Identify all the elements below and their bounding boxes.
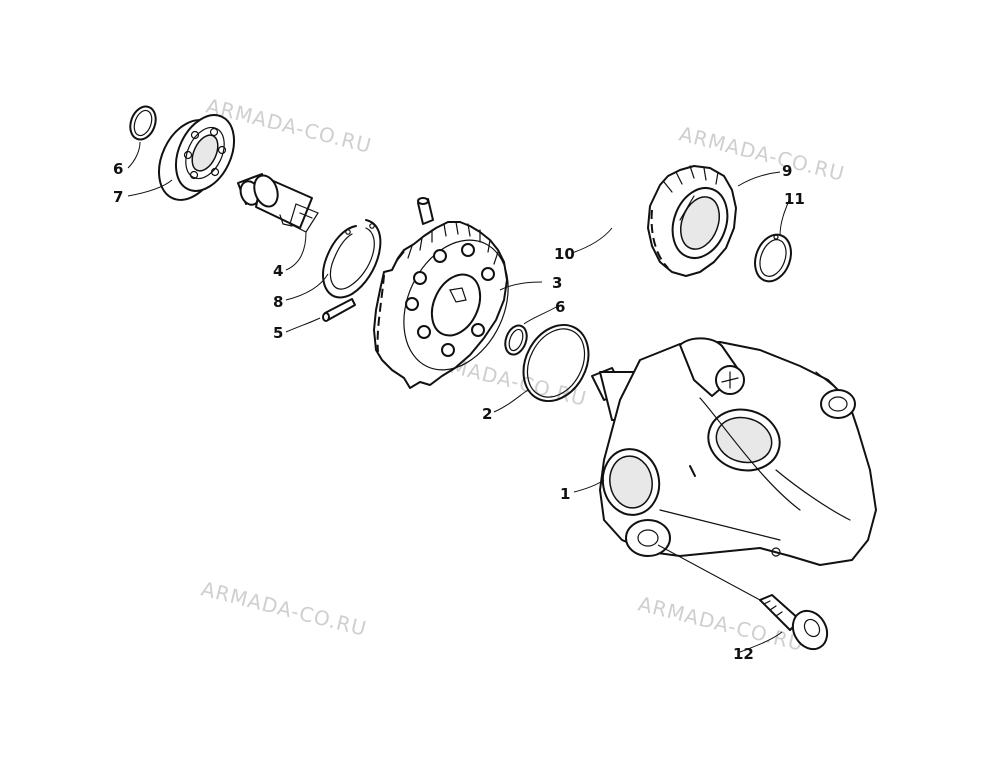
- snap-ring-part-6-top: [129, 105, 157, 141]
- label-part-12: 12: [733, 645, 754, 663]
- label-part-7: 7: [113, 188, 123, 206]
- bolt-part-12: [759, 594, 829, 651]
- circlip-part-8: [322, 219, 382, 299]
- part-labels: 6 7 4 8 5 3 6 2 1 10 9 11 12: [113, 160, 805, 663]
- label-part-11: 11: [784, 190, 805, 208]
- snap-ring-part-6-middle: [504, 324, 528, 356]
- label-part-10: 10: [554, 245, 575, 263]
- watermark-5: ARMADA-CO.RU: [636, 592, 807, 656]
- pin-part-10: [417, 197, 434, 225]
- watermark-4: ARMADA-CO.RU: [199, 577, 370, 641]
- bearing-part-7: [158, 114, 236, 201]
- label-part-5: 5: [273, 324, 283, 342]
- gear-part-3: [373, 221, 509, 389]
- label-part-6-middle: 6: [555, 298, 565, 316]
- snap-ring-part-11: [754, 233, 792, 283]
- leader-lines: [127, 141, 791, 653]
- gear-part-9: [647, 165, 737, 277]
- label-part-8: 8: [273, 293, 283, 311]
- label-part-2: 2: [482, 405, 492, 423]
- label-part-3: 3: [552, 274, 562, 292]
- o-ring-part-2: [522, 323, 590, 403]
- label-part-9: 9: [782, 162, 792, 180]
- pump-housing-part-1: [591, 337, 877, 566]
- label-part-4: 4: [273, 262, 283, 280]
- label-part-1: 1: [560, 485, 570, 503]
- shaft-part-4: [237, 173, 319, 233]
- label-part-6-top: 6: [113, 160, 123, 178]
- pin-part-5: [322, 298, 356, 322]
